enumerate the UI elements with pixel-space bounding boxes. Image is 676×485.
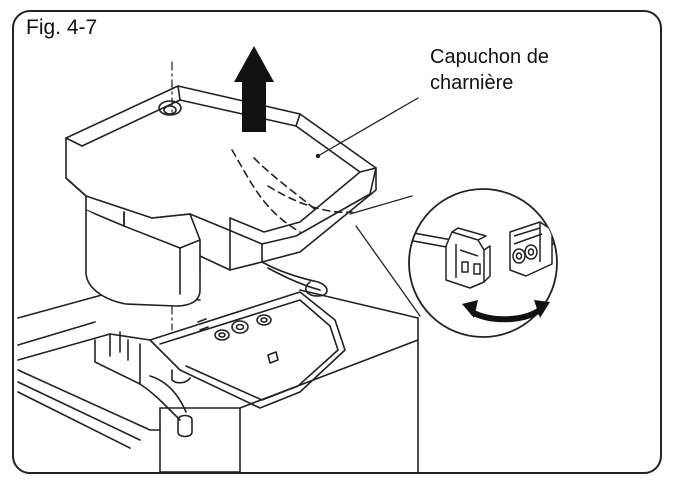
detail-leader-top xyxy=(349,195,413,215)
callout-line-2: charnière xyxy=(430,72,514,94)
hinge-plate xyxy=(149,291,346,409)
connector-right xyxy=(509,221,553,277)
hinge-cap-callout: Capuchon de charnière xyxy=(430,44,549,96)
connector-detail xyxy=(408,188,558,338)
connect-disconnect-arrow-icon xyxy=(462,300,550,323)
figure-label: Fig. 4-7 xyxy=(26,16,98,39)
connector-left xyxy=(445,227,491,289)
callout-line-1: Capuchon de xyxy=(430,46,549,68)
callout-leader xyxy=(317,97,419,157)
lift-arrow-icon xyxy=(234,46,274,132)
detail-leader-bottom xyxy=(355,225,421,317)
hidden-cable xyxy=(231,149,353,233)
hinge-cap xyxy=(65,61,377,331)
